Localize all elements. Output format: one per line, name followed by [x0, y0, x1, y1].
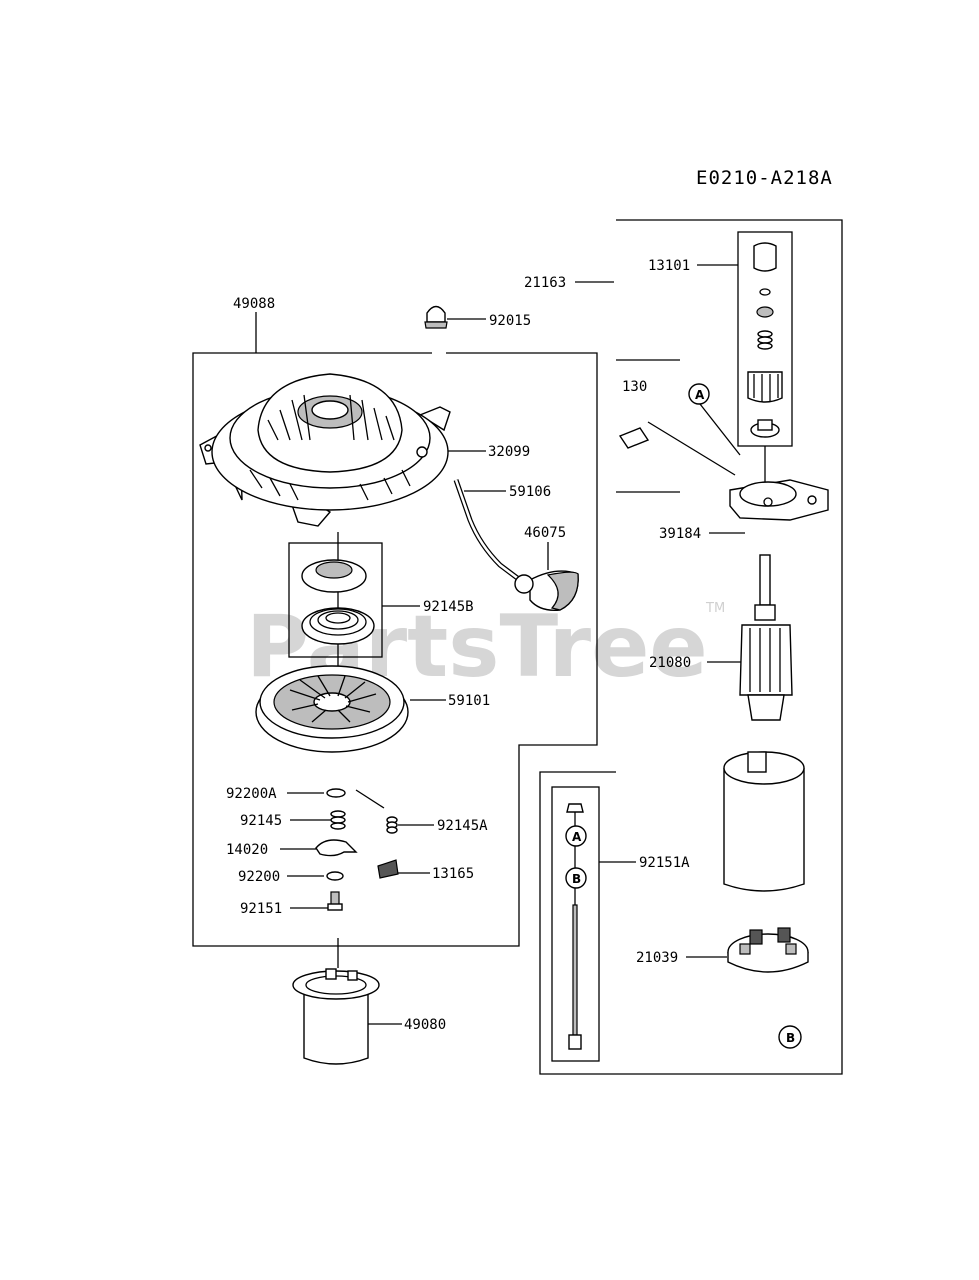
label-92151A: 92151A — [639, 855, 690, 871]
label-13101: 13101 — [648, 258, 690, 274]
spring-set-box — [288, 542, 383, 658]
svg-text:B: B — [786, 1031, 795, 1045]
recoil-reel-59101 — [255, 665, 409, 753]
label-13165: 13165 — [432, 866, 474, 882]
pinion-set-13101 — [747, 242, 783, 438]
callout-b-frame: B — [778, 1025, 802, 1049]
svg-text:B: B — [572, 872, 581, 886]
callout-b-bolt-set: B — [565, 867, 587, 889]
watermark-trademark: TM — [705, 601, 725, 616]
bolt-92151 — [327, 891, 343, 911]
label-92151: 92151 — [240, 901, 282, 917]
label-92145A: 92145A — [437, 818, 488, 834]
spring-92145A — [386, 816, 398, 834]
starter-group-frame — [539, 219, 843, 1075]
label-46075: 46075 — [524, 525, 566, 541]
bracket-39184 — [618, 427, 829, 521]
through-bolt-set-box — [551, 786, 600, 1062]
recoil-spring-set-92145B — [301, 559, 375, 645]
ratchet-14020 — [315, 839, 358, 857]
label-49080: 49080 — [404, 1017, 446, 1033]
label-14020: 14020 — [226, 842, 268, 858]
label-92145: 92145 — [240, 813, 282, 829]
recoil-group-frame — [192, 352, 598, 947]
label-130: 130 — [622, 379, 647, 395]
label-21039: 21039 — [636, 950, 678, 966]
brush-holder-21039 — [727, 927, 809, 973]
armature-21080 — [739, 554, 793, 721]
washer-92200 — [326, 871, 344, 881]
label-92200A: 92200A — [226, 786, 277, 802]
label-21163: 21163 — [524, 275, 566, 291]
spring-92145 — [330, 810, 346, 830]
callout-a-bolt-set: A — [565, 825, 587, 847]
svg-text:A: A — [695, 388, 705, 402]
starter-handle-46075 — [514, 570, 579, 611]
svg-text:A: A — [572, 830, 582, 844]
diagram-code: E0210-A218A — [696, 167, 833, 189]
through-bolt-set-92151A — [566, 803, 584, 1050]
starter-yoke — [723, 751, 805, 892]
label-21080: 21080 — [649, 655, 691, 671]
washer-92200A — [326, 788, 346, 798]
starter-cup-49080 — [292, 968, 380, 1065]
label-92015: 92015 — [489, 313, 531, 329]
cap-nut-92015 — [424, 305, 448, 329]
label-92200: 92200 — [238, 869, 280, 885]
label-59106: 59106 — [509, 484, 551, 500]
label-32099: 32099 — [488, 444, 530, 460]
label-59101: 59101 — [448, 693, 490, 709]
recoil-housing-49088 — [199, 373, 451, 527]
label-92145B: 92145B — [423, 599, 474, 615]
label-39184: 39184 — [659, 526, 701, 542]
label-49088: 49088 — [233, 296, 275, 312]
pawl-13165 — [377, 859, 399, 879]
callout-a-bracket: A — [688, 383, 710, 405]
